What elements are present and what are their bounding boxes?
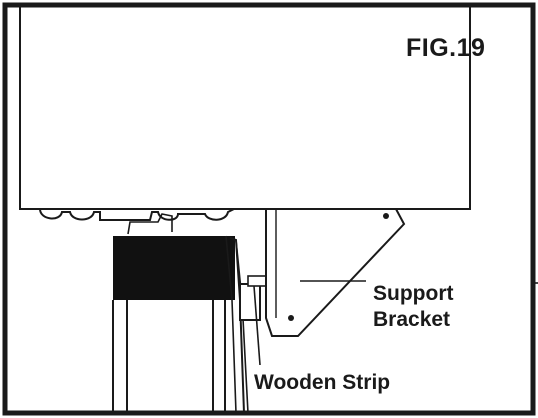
bracket-screw-bottom [288,315,294,321]
dark-seal-block [113,236,235,300]
rail-inner-line [127,213,173,235]
support-bracket-label-line2: Bracket [373,308,451,331]
leader-wooden-strip [253,285,261,366]
support-bracket [265,208,406,337]
wooden-strip-label: Wooden Strip [254,371,391,394]
wooden-strip-panel-2 [235,239,249,414]
rail-profile [39,208,235,221]
support-bracket-label-line1: Support [373,282,454,305]
cabinet-body [19,6,471,210]
figure-title: FIG.19 [406,34,486,62]
support-bracket-label: Support Bracket [373,281,453,333]
bracket-screw-top [383,213,389,219]
wooden-strip-panel-3 [225,235,237,414]
wooden-strip-block-small [247,275,267,287]
wooden-strip-panel [229,237,245,414]
wooden-strip-block [239,283,261,321]
